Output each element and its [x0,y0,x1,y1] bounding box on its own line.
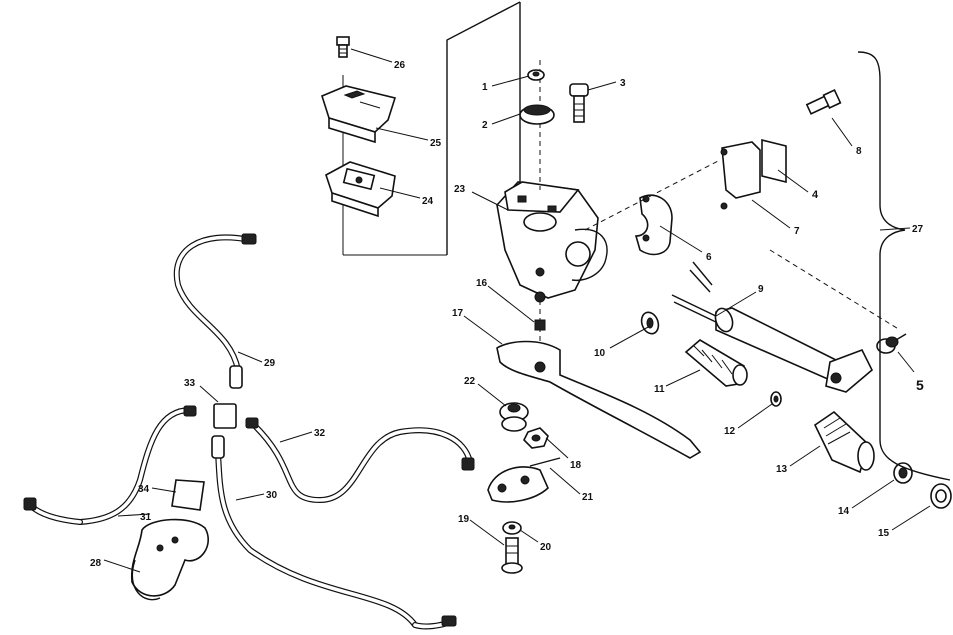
plate-screw [501,537,523,574]
leader-lines [103,48,931,573]
callout-20: 20 [540,542,552,553]
plate-nut [502,521,522,535]
callout-30: 30 [266,490,278,501]
reservoir-diaphragm [325,161,396,218]
hose-fittings [23,233,475,627]
callout-3: 3 [620,78,626,89]
callout-4: 4 [812,189,819,201]
callout-19: 19 [458,514,470,525]
retaining-ring [930,483,952,509]
callout-31: 31 [140,512,152,523]
lock-nut [523,427,549,449]
callout-11: 11 [654,384,665,395]
callout-9: 9 [758,284,764,295]
hose-clip [171,479,205,511]
reservoir-cover [321,85,397,144]
callout-2: 2 [482,120,488,131]
cable-adjuster [876,333,907,354]
lever-bushing [499,402,529,432]
callout-labels: 1 2 3 4 5 6 7 8 9 10 11 12 13 14 15 16 1… [90,60,924,569]
group-brace [857,51,951,481]
cover-screw [336,36,350,58]
hose-bracket [130,518,209,601]
dust-boot [813,410,875,474]
pivot-bolt [569,83,589,123]
callout-14: 14 [838,506,850,517]
callout-7: 7 [794,226,800,237]
callout-26: 26 [394,60,406,71]
callout-33: 33 [184,378,196,389]
callout-6: 6 [706,252,712,263]
callout-17: 17 [452,308,464,319]
callout-1: 1 [482,82,488,93]
callout-27: 27 [912,224,924,235]
rubber-bushing [519,104,555,125]
small-washer [770,391,782,407]
callout-13: 13 [776,464,788,475]
callout-8: 8 [856,146,862,157]
callout-32: 32 [314,428,326,439]
pivot-nut [534,319,546,331]
callout-25: 25 [430,138,442,149]
cap-nut [527,69,545,81]
reservoir-cover-group [321,1,521,256]
cable-grommet [640,311,660,335]
callout-34: 34 [138,484,150,495]
callout-29: 29 [264,358,276,369]
t-junction [183,403,259,429]
brake-lever [496,340,702,459]
brake-cable-assembly [671,249,901,393]
callout-5: 5 [916,377,924,393]
callout-15: 15 [878,528,890,539]
callout-12: 12 [724,426,736,437]
switch-screw [805,89,842,115]
brake-switch-bracket [584,138,787,231]
master-cylinder-body [496,60,608,350]
callout-21: 21 [582,492,594,503]
callout-18: 18 [570,460,582,471]
return-spring [684,339,748,387]
handlebar-clamp [634,194,673,256]
callout-23: 23 [454,184,466,195]
callout-24: 24 [422,196,434,207]
callout-28: 28 [90,558,102,569]
lever-plate [487,457,561,503]
callout-10: 10 [594,348,606,359]
flat-washer [893,462,913,484]
callout-22: 22 [464,376,476,387]
callout-16: 16 [476,278,488,289]
